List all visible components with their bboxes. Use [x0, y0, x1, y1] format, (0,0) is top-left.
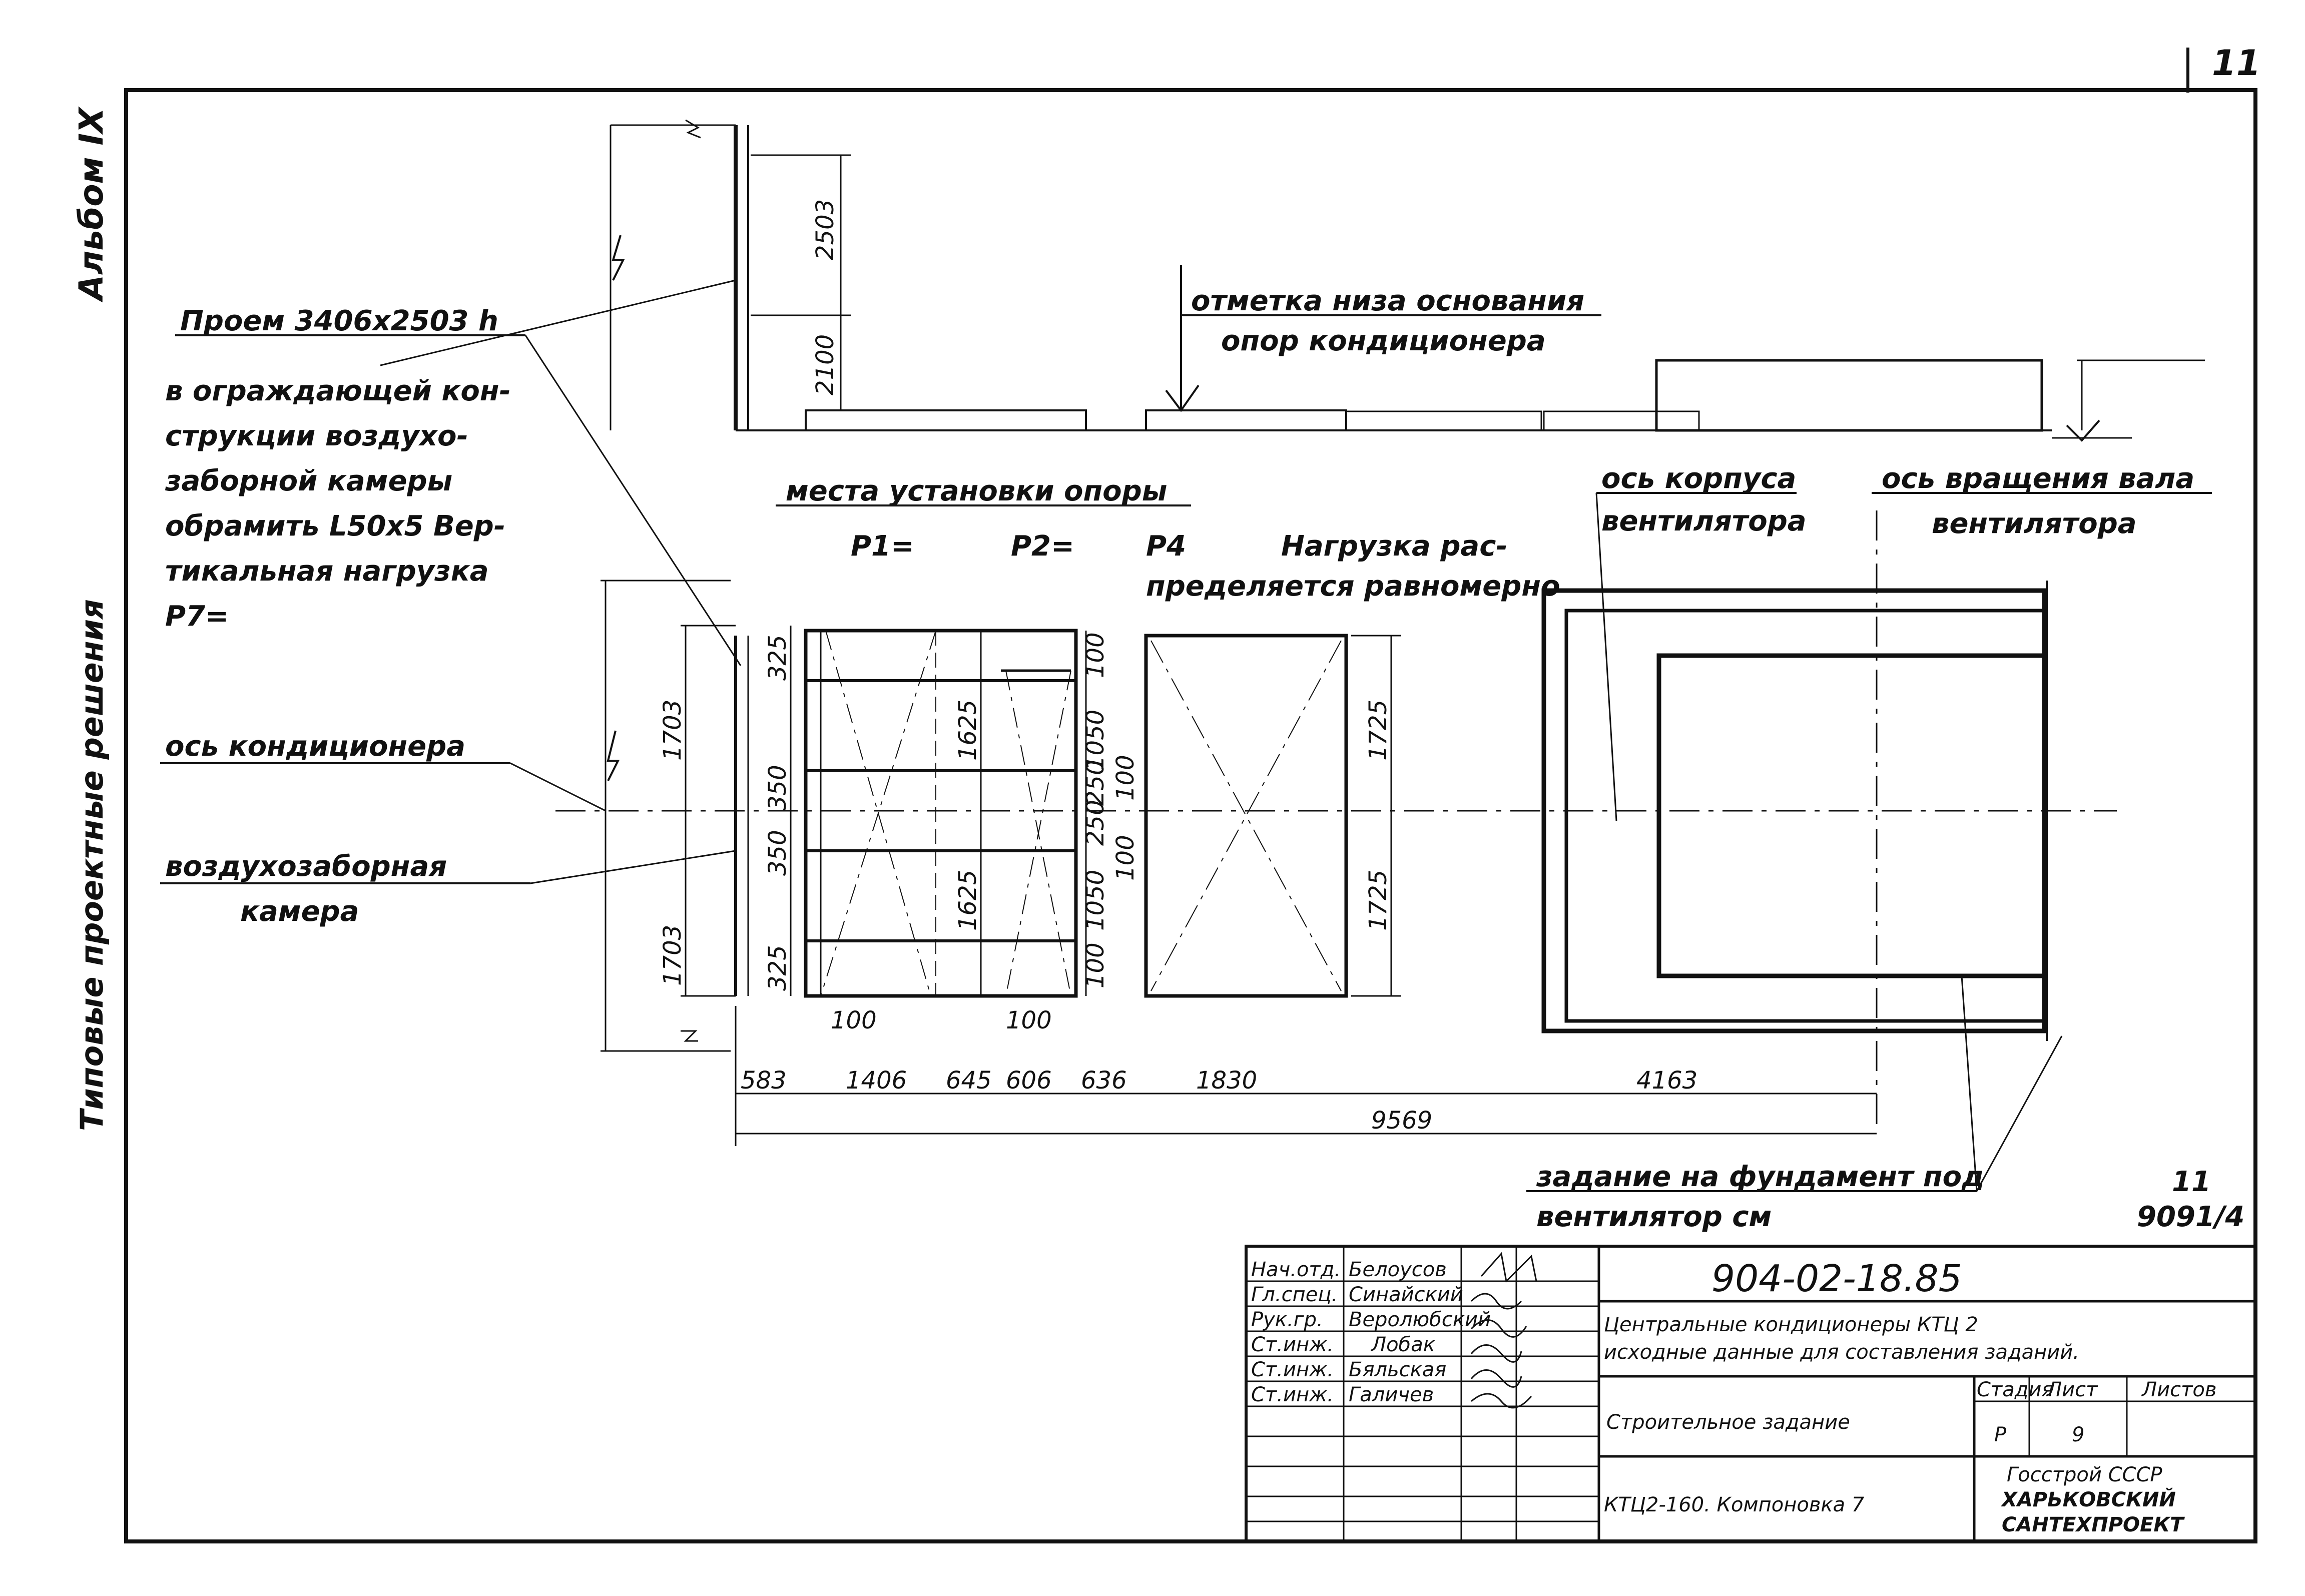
casing-axis-label-1: ось корпуса [1601, 462, 1796, 495]
dim-606: 606 [1006, 1067, 1052, 1095]
role-6: Ст.инж. [1251, 1383, 1334, 1406]
name-5: Бяльская [1349, 1358, 1446, 1381]
dim-100-a: 100 [1081, 632, 1109, 678]
page-number: 11 [2212, 43, 2260, 84]
dim-350-b: 350 [764, 830, 792, 876]
dim-1830: 1830 [1196, 1067, 1257, 1095]
dim-2100: 2100 [811, 334, 839, 395]
ac-axis-label: ось кондиционера [165, 730, 465, 763]
load-note-1: Нагрузка рас- [1281, 530, 1508, 563]
dim-100-b: 100 [1111, 755, 1139, 801]
signatory-roles: Нач.отд. Гл.спец. Рук.гр. Ст.инж. Ст.инж… [1251, 1258, 1341, 1406]
intake-label-2: камера [240, 895, 359, 928]
opening-note-7: P7= [165, 600, 229, 633]
opening-note-1: Проем 3406x2503 h [180, 305, 498, 337]
dim-4163: 4163 [1636, 1067, 1697, 1095]
album-label: Альбом IX [72, 106, 111, 303]
reference-2: 9091/4 [2137, 1201, 2244, 1233]
opening-note-4: заборной камеры [165, 465, 452, 497]
sheet-value: 9 [2072, 1423, 2084, 1446]
dim-1050-b: 1050 [1081, 870, 1109, 931]
org-line-3: САНТЕХПРОЕКТ [2002, 1513, 2185, 1536]
role-3: Рук.гр. [1251, 1308, 1323, 1331]
p2-label: P2= [1011, 530, 1074, 563]
dim-1406: 1406 [846, 1067, 907, 1095]
dim-1703-bottom: 1703 [659, 925, 687, 986]
dim-636: 636 [1081, 1067, 1127, 1095]
role-5: Ст.инж. [1251, 1358, 1334, 1381]
dim-583: 583 [741, 1067, 787, 1095]
dim-1725-top: 1725 [1364, 700, 1392, 761]
name-3: Веролюбский [1349, 1308, 1491, 1331]
dim-2503: 2503 [811, 199, 839, 260]
dim-325-top: 325 [764, 635, 792, 681]
name-1: Белоусов [1349, 1258, 1447, 1281]
dim-645: 645 [946, 1067, 992, 1095]
dim-100-h-b: 100 [1006, 1006, 1052, 1034]
dim-1625-a: 1625 [954, 700, 982, 761]
leaders [160, 279, 2212, 1192]
p4-label: P4 [1146, 530, 1186, 563]
reference-1: 11 [2172, 1166, 2211, 1198]
p1-label: P1= [851, 530, 914, 563]
sheet-frame [124, 48, 2257, 1543]
name-4: Лобак [1370, 1333, 1435, 1356]
sheets-header: Листов [2141, 1378, 2216, 1401]
dim-250-a: 250 [1081, 760, 1109, 806]
name-2: Синайский [1349, 1283, 1463, 1306]
dim-100-d: 100 [1081, 942, 1109, 988]
foundation-note-2: вентилятор см [1536, 1201, 1772, 1233]
role-2: Гл.спец. [1251, 1283, 1338, 1306]
title-line-1: Центральные кондиционеры КТЦ 2 [1604, 1313, 1978, 1336]
dim-250-b: 250 [1081, 800, 1109, 846]
series-label: Типовые проектные решения [74, 599, 110, 1131]
opening-note-5: обрамить L50x5 Вер- [165, 510, 505, 543]
title-block [1245, 1245, 2257, 1543]
dim-100-c: 100 [1111, 835, 1139, 881]
opening-note-6: тикальная нагрузка [165, 555, 489, 588]
shaft-axis-label-1: ось вращения вала [1882, 462, 2194, 495]
dim-350-a: 350 [764, 765, 792, 811]
role-1: Нач.отд. [1251, 1258, 1341, 1281]
elevation-view [610, 119, 2205, 442]
dim-325-bottom: 325 [764, 945, 792, 991]
support-places-label: места установки опоры [786, 475, 1167, 507]
shaft-axis-label-2: вентилятора [1932, 507, 2137, 540]
org-line-1: Госстрой СССР [2007, 1463, 2162, 1486]
stage-value: Р [1994, 1423, 2007, 1446]
plan-view [555, 510, 2117, 1146]
sheet-header: Лист [2046, 1378, 2098, 1401]
base-mark-note-2: опор кондиционера [1221, 325, 1546, 357]
dim-1725-bottom: 1725 [1364, 870, 1392, 931]
role-4: Ст.инж. [1251, 1333, 1334, 1356]
base-mark-note-1: отметка низа основания [1191, 285, 1584, 317]
foundation-note-1: задание на фундамент под [1536, 1161, 1984, 1193]
signatory-names: Белоусов Синайский Веролюбский Лобак Бял… [1349, 1258, 1491, 1406]
opening-note-3: струкции воздухо- [165, 420, 468, 452]
sheet-title: Строительное задание [1606, 1411, 1850, 1434]
stage-header: Стадия [1977, 1378, 2053, 1401]
casing-axis-label-2: вентилятора [1601, 505, 1807, 538]
opening-note-2: в ограждающей кон- [165, 375, 511, 407]
dim-1703-top: 1703 [659, 700, 687, 761]
dim-100-h-a: 100 [831, 1006, 877, 1034]
layout-title: КТЦ2-160. Компоновка 7 [1604, 1493, 1865, 1516]
dim-1625-b: 1625 [954, 870, 982, 931]
dim-total-9569: 9569 [1371, 1107, 1432, 1135]
name-6: Галичев [1349, 1383, 1434, 1406]
dim-1050-a: 1050 [1081, 710, 1109, 771]
drawing-number: 904-02-18.85 [1711, 1257, 1962, 1300]
intake-label-1: воздухозаборная [165, 850, 447, 883]
title-line-2: исходные данные для составления заданий. [1604, 1341, 2079, 1364]
org-line-2: ХАРЬКОВСКИЙ [2000, 1487, 2176, 1511]
load-note-2: пределяется равномерно [1146, 570, 1560, 603]
